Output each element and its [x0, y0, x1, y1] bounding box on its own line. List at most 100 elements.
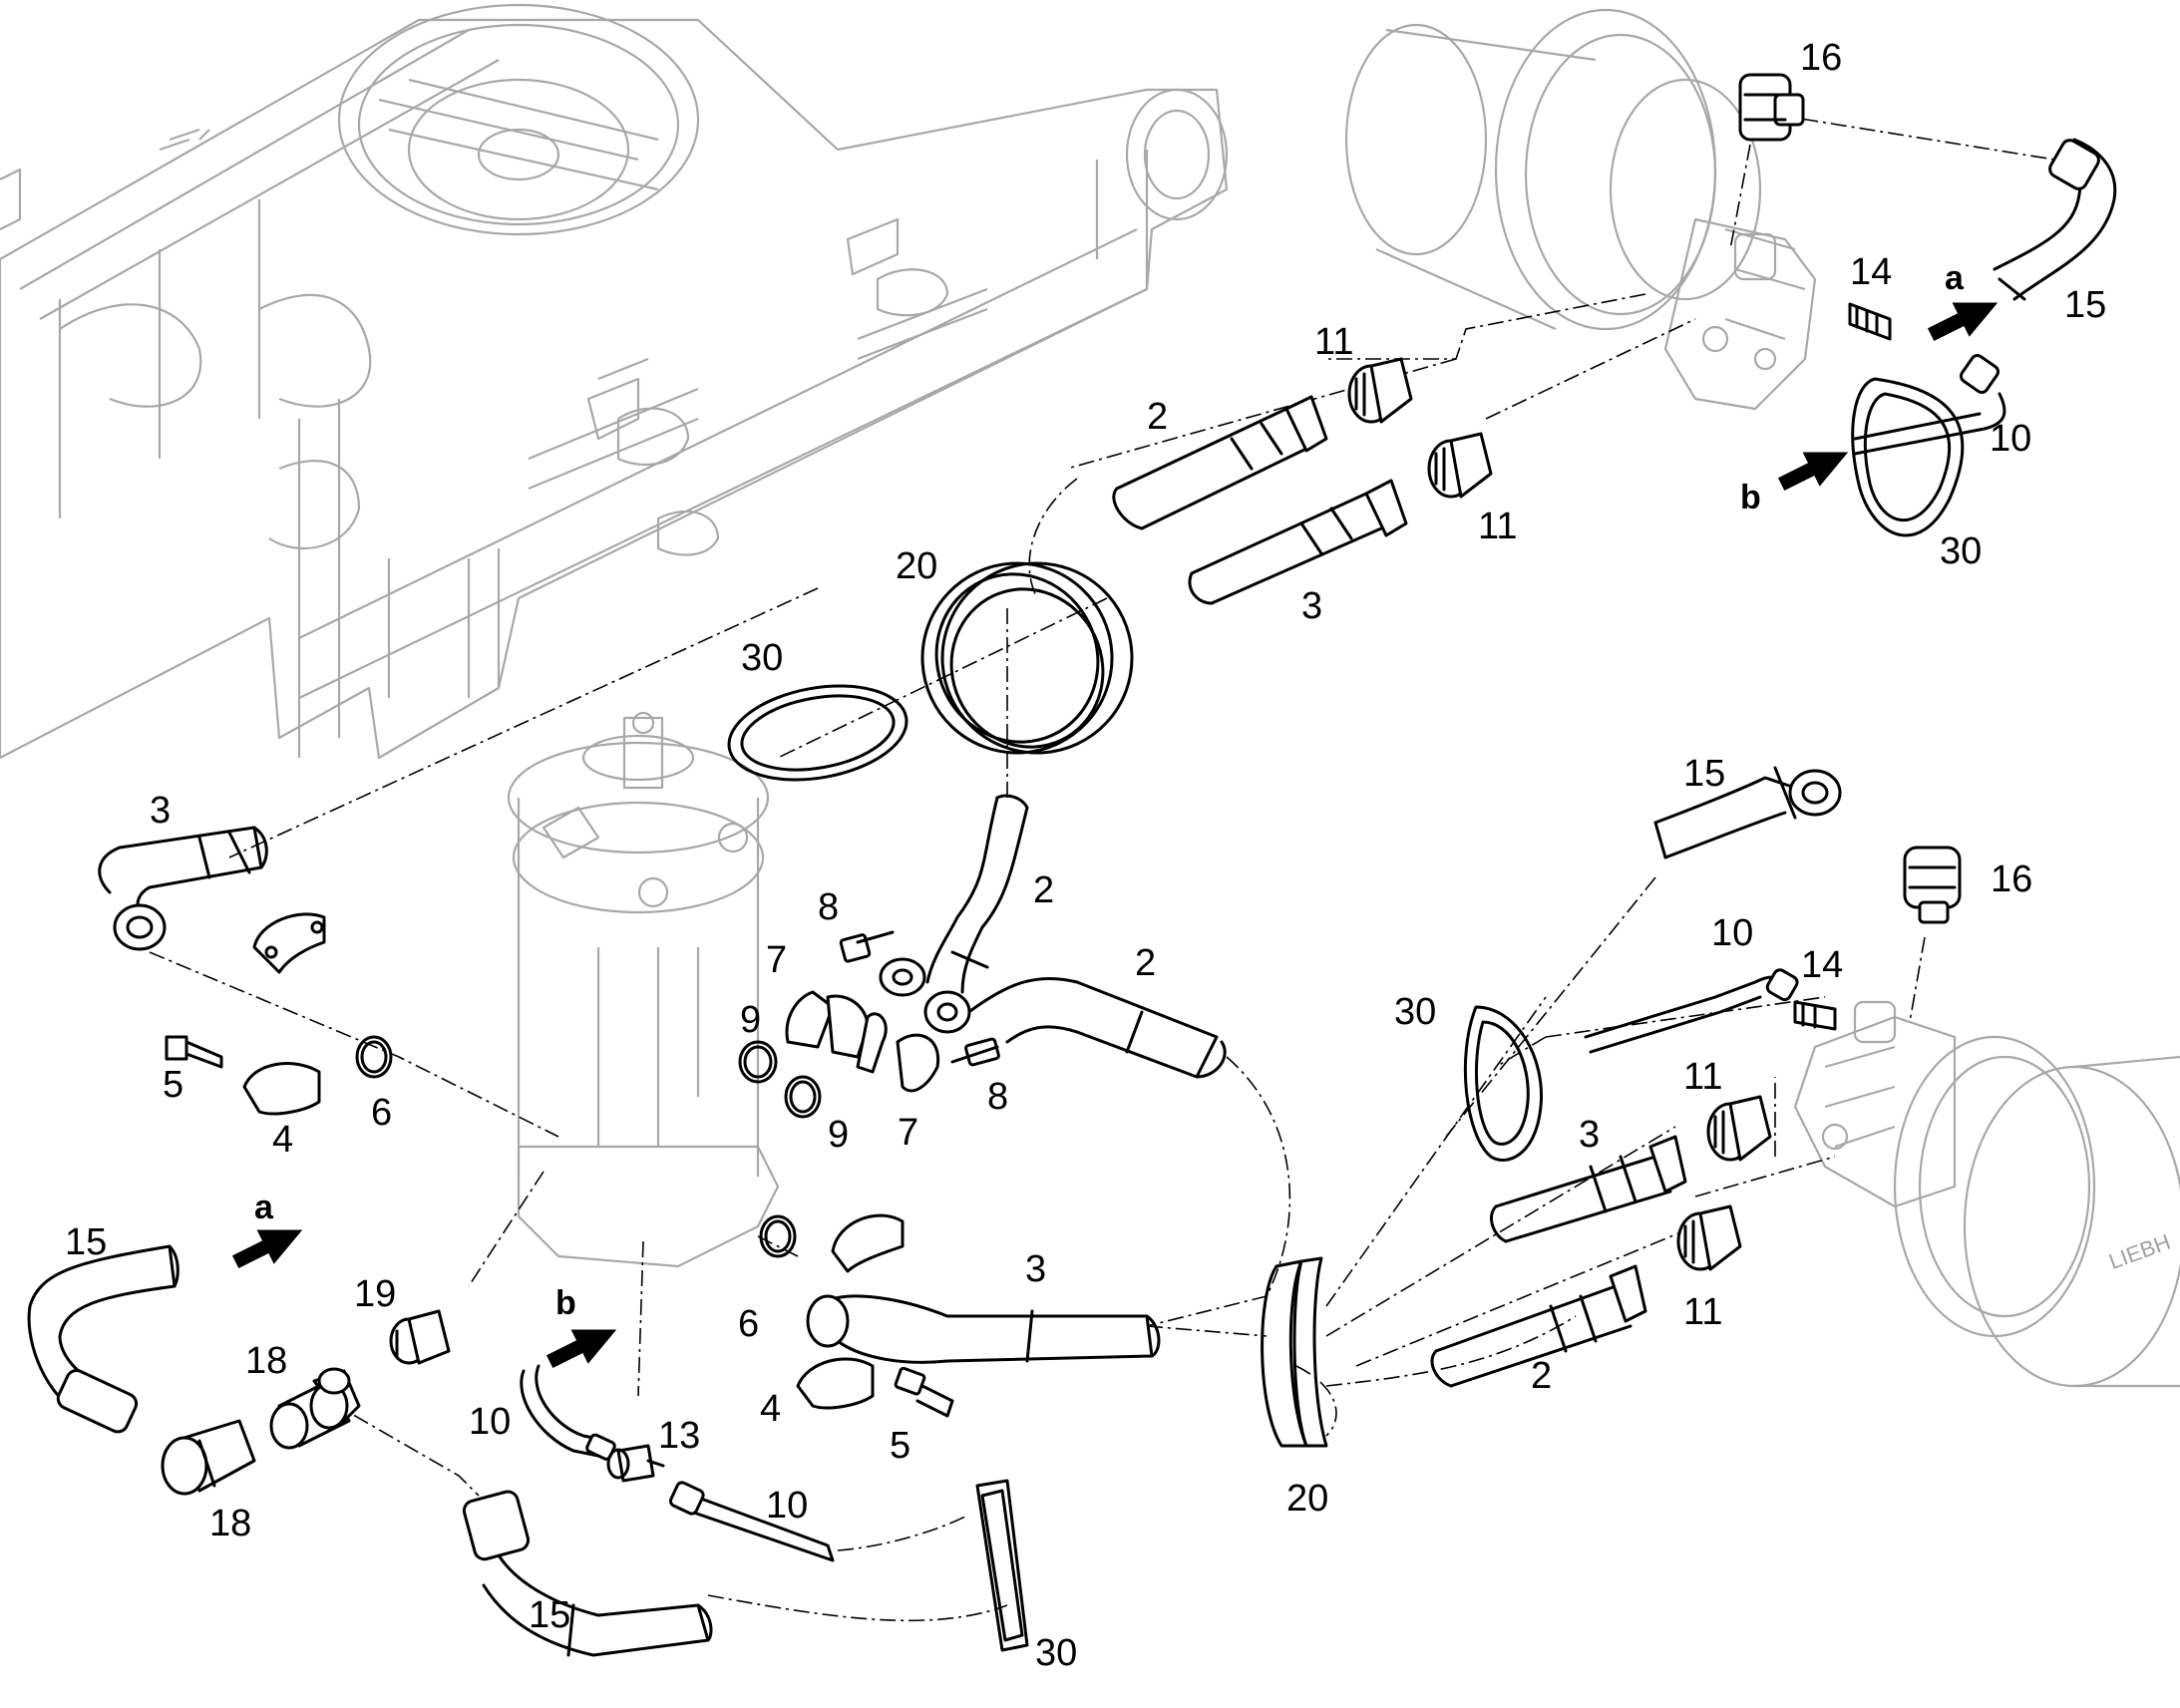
hose-2-top	[1112, 395, 1328, 530]
callout-20-low: 20	[1286, 1478, 1328, 1520]
seal-30-right	[1463, 1005, 1544, 1162]
travel-motor-top	[1344, 8, 1817, 411]
hose-2-right-of-joint	[923, 976, 1227, 1079]
callout-10-right: 10	[1711, 912, 1753, 954]
line-10-left	[520, 1364, 616, 1461]
undercarriage-frame	[0, 3, 1229, 760]
callout-16-right: 16	[1991, 858, 2032, 900]
flange-parts-mid	[738, 930, 1000, 1119]
arrow-a-top	[1927, 302, 1998, 342]
callout-30-right: 30	[1394, 991, 1436, 1033]
callout-2-top: 2	[1147, 396, 1168, 438]
callout-3-lower: 3	[1025, 1248, 1046, 1290]
arrow-a-left	[231, 1229, 303, 1269]
line-10-lower	[668, 1481, 835, 1562]
callout-14-right: 14	[1801, 944, 1843, 986]
callout-15-left: 15	[65, 1221, 107, 1263]
seal-30-mid	[727, 684, 908, 782]
hose-3-right	[1490, 1135, 1687, 1243]
callout-9-a: 9	[740, 999, 761, 1041]
hose-15-top	[1993, 138, 2117, 301]
oring-6-left	[355, 1035, 393, 1079]
callout-3-right: 3	[1579, 1114, 1600, 1156]
callout-30-low: 30	[1035, 1632, 1077, 1674]
hose-2-center	[879, 794, 1029, 997]
callout-11-right-b: 11	[1683, 1291, 1722, 1333]
callout-16-top: 16	[1800, 37, 1842, 79]
callout-18-b: 18	[209, 1503, 251, 1544]
callout-b-top: b	[1740, 479, 1761, 516]
callout-3-left: 3	[150, 790, 171, 832]
flange-parts-low	[759, 1213, 954, 1418]
hose-3-top	[1188, 479, 1408, 605]
ring-20-low	[1261, 1256, 1328, 1448]
callout-11-top-b: 11	[1478, 506, 1517, 547]
callout-30-mid: 30	[741, 637, 783, 679]
callout-a-left: a	[254, 1189, 274, 1226]
callout-4-a: 4	[272, 1119, 293, 1161]
callout-2-mid-b: 2	[1135, 942, 1156, 984]
elbow-18	[161, 1419, 256, 1496]
hose-3-left	[98, 826, 268, 951]
callout-5-b: 5	[890, 1425, 910, 1467]
callout-8-a: 8	[818, 886, 839, 928]
callout-6-a: 6	[371, 1092, 392, 1134]
callout-6-b: 6	[738, 1303, 759, 1345]
callout-3-top: 3	[1301, 585, 1322, 627]
callout-10-lower: 10	[766, 1485, 808, 1527]
ring-20-mid	[920, 561, 1134, 755]
seal-30-low	[975, 1479, 1029, 1652]
callout-4-b: 4	[760, 1388, 781, 1430]
fitting-16-right	[1903, 846, 1962, 924]
assembly-lines	[149, 109, 2055, 1622]
callout-labels: 16 14 a 15 11 2 10 b 11 30 20 3 30 3 15 …	[65, 37, 2106, 1674]
clamp-4-left	[242, 1062, 321, 1116]
callout-9-b: 9	[828, 1114, 849, 1156]
adapter-19	[389, 1309, 451, 1365]
line-10-right	[1584, 968, 1799, 1054]
fitting-13	[606, 1444, 665, 1483]
arrow-b-top	[1777, 452, 1849, 492]
bolt-5-left	[165, 1035, 223, 1069]
callout-7-b: 7	[898, 1112, 918, 1154]
callout-20-mid: 20	[896, 545, 937, 587]
callout-5-a: 5	[163, 1064, 183, 1106]
fitting-14-right	[1793, 1000, 1837, 1031]
line-10-top	[1853, 353, 2006, 456]
callout-11-top-a: 11	[1314, 321, 1353, 363]
callout-11-right-a: 11	[1683, 1056, 1722, 1098]
hose-3-lower	[806, 1294, 1161, 1364]
fitting-16-top	[1738, 73, 1805, 142]
callout-b-left: b	[555, 1284, 576, 1322]
callout-10-left: 10	[469, 1401, 511, 1443]
callout-2-mid-a: 2	[1033, 869, 1054, 911]
motor-lettering: LIEBH	[2105, 1229, 2173, 1274]
seal-30-top	[1851, 377, 1965, 537]
fittings-11-right	[1676, 1095, 1772, 1271]
callout-15-right: 15	[1683, 753, 1725, 795]
rotary-joint	[507, 711, 780, 1268]
callout-10-top: 10	[1990, 418, 2031, 460]
callout-19: 19	[354, 1273, 396, 1315]
callout-15-low: 15	[529, 1594, 570, 1636]
fittings-11-top	[1347, 357, 1493, 499]
callout-2-right: 2	[1531, 1355, 1552, 1397]
travel-motor-bottom: LIEBH	[1793, 1000, 2180, 1388]
callout-a-top: a	[1945, 259, 1965, 297]
hose-2-right	[1430, 1264, 1647, 1388]
hose-15-right	[1653, 766, 1842, 859]
tee-18	[269, 1367, 361, 1450]
callout-14-top: 14	[1850, 251, 1892, 293]
hose-15-low	[462, 1490, 713, 1657]
callout-7-a: 7	[766, 939, 787, 981]
arrow-b-left	[545, 1329, 617, 1369]
fitting-14-top	[1848, 302, 1892, 341]
callout-8-b: 8	[987, 1076, 1008, 1118]
clamp-half-top-left	[252, 912, 326, 974]
callout-15-top: 15	[2064, 284, 2106, 326]
callout-13: 13	[658, 1415, 700, 1457]
callout-30-top: 30	[1940, 530, 1982, 572]
callout-18-a: 18	[245, 1340, 287, 1382]
hose-15-left	[27, 1244, 180, 1434]
